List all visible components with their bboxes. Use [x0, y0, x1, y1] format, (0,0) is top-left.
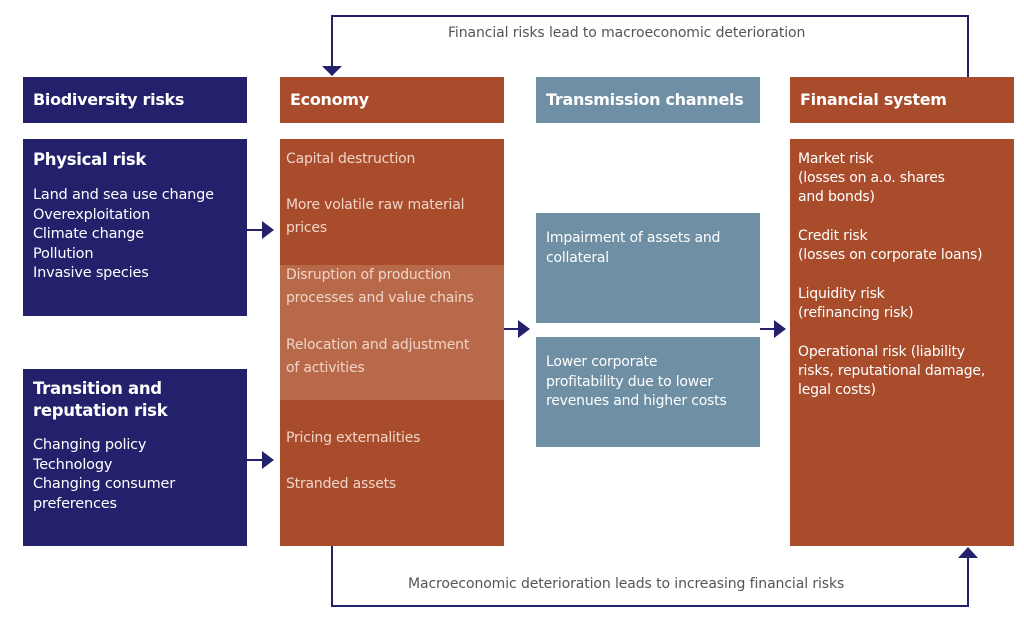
item-line: collateral — [546, 249, 609, 266]
list-item: Overexploitation — [33, 206, 151, 223]
arrow-up-icon — [958, 547, 978, 558]
header-financial-system: Financial system — [790, 77, 1014, 123]
economy-item: Capital destruction — [286, 148, 415, 171]
list-item: preferences — [33, 495, 117, 512]
list-item: Invasive species — [33, 265, 149, 281]
transition-risk-box: Transition and reputation risk Changing … — [23, 369, 247, 546]
economy-item: Stranded assets — [286, 473, 396, 496]
item-line: prices — [286, 220, 327, 236]
arrow-right-icon — [262, 221, 274, 239]
top-feedback-line — [331, 15, 969, 77]
arrow-right-icon — [774, 320, 786, 338]
item-line: More volatile raw material — [286, 197, 465, 213]
physical-risk-list: Land and sea use change Overexploitation… — [33, 186, 237, 284]
header-biodiversity-risks: Biodiversity risks — [23, 77, 247, 123]
market-risk-item: Market risk (losses on a.o. shares and b… — [798, 150, 1006, 207]
item-line: Disruption of production — [286, 267, 452, 283]
operational-risk-item: Operational risk (liability risks, reput… — [798, 343, 1006, 400]
item-line: Pricing externalities — [286, 430, 421, 446]
title-line: Transition and — [33, 379, 162, 398]
item-line: revenues and higher costs — [546, 393, 727, 409]
item-line: risks, reputational damage, — [798, 363, 986, 379]
bottom-feedback-line — [331, 546, 969, 607]
economy-item: Disruption of production processes and v… — [286, 264, 474, 310]
list-item: Climate change — [33, 226, 144, 242]
list-item: Changing policy — [33, 437, 147, 453]
item-line: Stranded assets — [286, 476, 396, 492]
item-line: of activities — [286, 360, 365, 376]
transmission-channel-impairment: Impairment of assets and collateral — [536, 213, 760, 323]
financial-system-box: Market risk (losses on a.o. shares and b… — [790, 139, 1014, 546]
arrow-right-icon — [518, 320, 530, 338]
item-line: Liquidity risk — [798, 286, 885, 302]
header-transmission-channels: Transmission channels — [536, 77, 760, 123]
economy-highlight-band — [280, 265, 504, 400]
item-line: Lower corporate — [546, 354, 658, 370]
list-item: Pollution — [33, 245, 94, 262]
item-line: Impairment of assets and — [546, 230, 721, 246]
transmission-channel-profitability: Lower corporate profitability due to low… — [536, 337, 760, 447]
list-item: Technology — [33, 456, 113, 473]
item-line: Credit risk — [798, 228, 868, 244]
title-line: reputation risk — [33, 401, 168, 420]
liquidity-risk-item: Liquidity risk (refinancing risk) — [798, 285, 1006, 323]
economy-item: More volatile raw material prices — [286, 194, 464, 240]
item-line: Market risk — [798, 151, 874, 167]
transition-risk-list: Changing policy Technology Changing cons… — [33, 436, 237, 514]
item-line: (refinancing risk) — [798, 305, 914, 321]
item-line: Relocation and adjustment — [286, 337, 470, 353]
top-feedback-label: Financial risks lead to macroeconomic de… — [448, 25, 806, 41]
transition-risk-title: Transition and reputation risk — [33, 378, 237, 422]
credit-risk-item: Credit risk (losses on corporate loans) — [798, 227, 1006, 265]
header-economy: Economy — [280, 77, 504, 123]
economy-item: Pricing externalities — [286, 427, 420, 450]
list-item: Land and sea use change — [33, 187, 214, 203]
bottom-feedback-label: Macroeconomic deterioration leads to inc… — [408, 576, 845, 592]
economy-item: Relocation and adjustment of activities — [286, 334, 469, 380]
item-line: Operational risk (liability — [798, 344, 965, 360]
item-line: legal costs) — [798, 382, 876, 398]
item-line: (losses on a.o. shares — [798, 170, 945, 186]
item-line: and bonds) — [798, 189, 875, 205]
item-line: processes and value chains — [286, 290, 474, 306]
arrow-down-icon — [322, 66, 342, 76]
physical-risk-box: Physical risk Land and sea use change Ov… — [23, 139, 247, 316]
item-line: profitability due to lower — [546, 373, 713, 390]
list-item: Changing consumer — [33, 476, 176, 492]
economy-box: Capital destruction More volatile raw ma… — [280, 139, 504, 546]
item-line: Capital destruction — [286, 151, 416, 167]
physical-risk-title: Physical risk — [33, 150, 147, 169]
item-line: (losses on corporate loans) — [798, 247, 983, 263]
arrow-right-icon — [262, 451, 274, 469]
